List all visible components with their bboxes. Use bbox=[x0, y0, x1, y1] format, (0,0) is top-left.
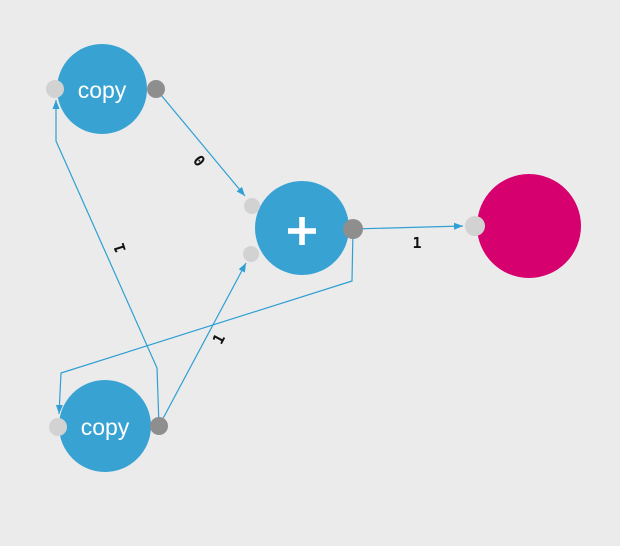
node-copy-top[interactable]: copy bbox=[46, 44, 165, 134]
edge-label-copy-top-out-to-add-in0: 0 bbox=[189, 152, 209, 170]
port-copy-bottom-in[interactable] bbox=[49, 418, 67, 436]
edge-add-out-to-copy-bottom-in[interactable] bbox=[55, 228, 354, 415]
edge-label-copy-bottom-out-to-add-in1: 1 bbox=[209, 331, 229, 347]
node-body-output[interactable] bbox=[477, 174, 581, 278]
edge-label-copy-bottom-out-to-copy-top-in: 1 bbox=[110, 241, 130, 255]
edge-copy-bottom-out-to-add-in1[interactable] bbox=[158, 262, 247, 427]
edge-copy-top-out-to-add-in0[interactable] bbox=[155, 88, 246, 197]
port-output-in[interactable] bbox=[465, 216, 485, 236]
node-label-copy-bottom: copy bbox=[81, 414, 130, 440]
port-copy-top-out[interactable] bbox=[147, 80, 165, 98]
port-add-in1[interactable] bbox=[243, 246, 259, 262]
node-copy-bottom[interactable]: copy bbox=[49, 380, 168, 472]
node-label-copy-top: copy bbox=[78, 77, 127, 103]
edge-label-add-out-to-output-in: 1 bbox=[412, 234, 421, 252]
port-add-out[interactable] bbox=[343, 219, 363, 239]
node-body-copy-bottom[interactable] bbox=[59, 380, 151, 472]
node-add[interactable] bbox=[243, 181, 363, 275]
port-add-in0[interactable] bbox=[244, 198, 260, 214]
edge-copy-bottom-out-to-copy-top-in[interactable] bbox=[52, 100, 160, 427]
port-copy-top-in[interactable] bbox=[46, 80, 64, 98]
node-body-copy-top[interactable] bbox=[57, 44, 147, 134]
edge-add-out-to-output-in[interactable] bbox=[352, 222, 464, 230]
plus-icon bbox=[299, 217, 305, 245]
port-copy-bottom-out[interactable] bbox=[150, 417, 168, 435]
node-output[interactable] bbox=[465, 174, 581, 278]
